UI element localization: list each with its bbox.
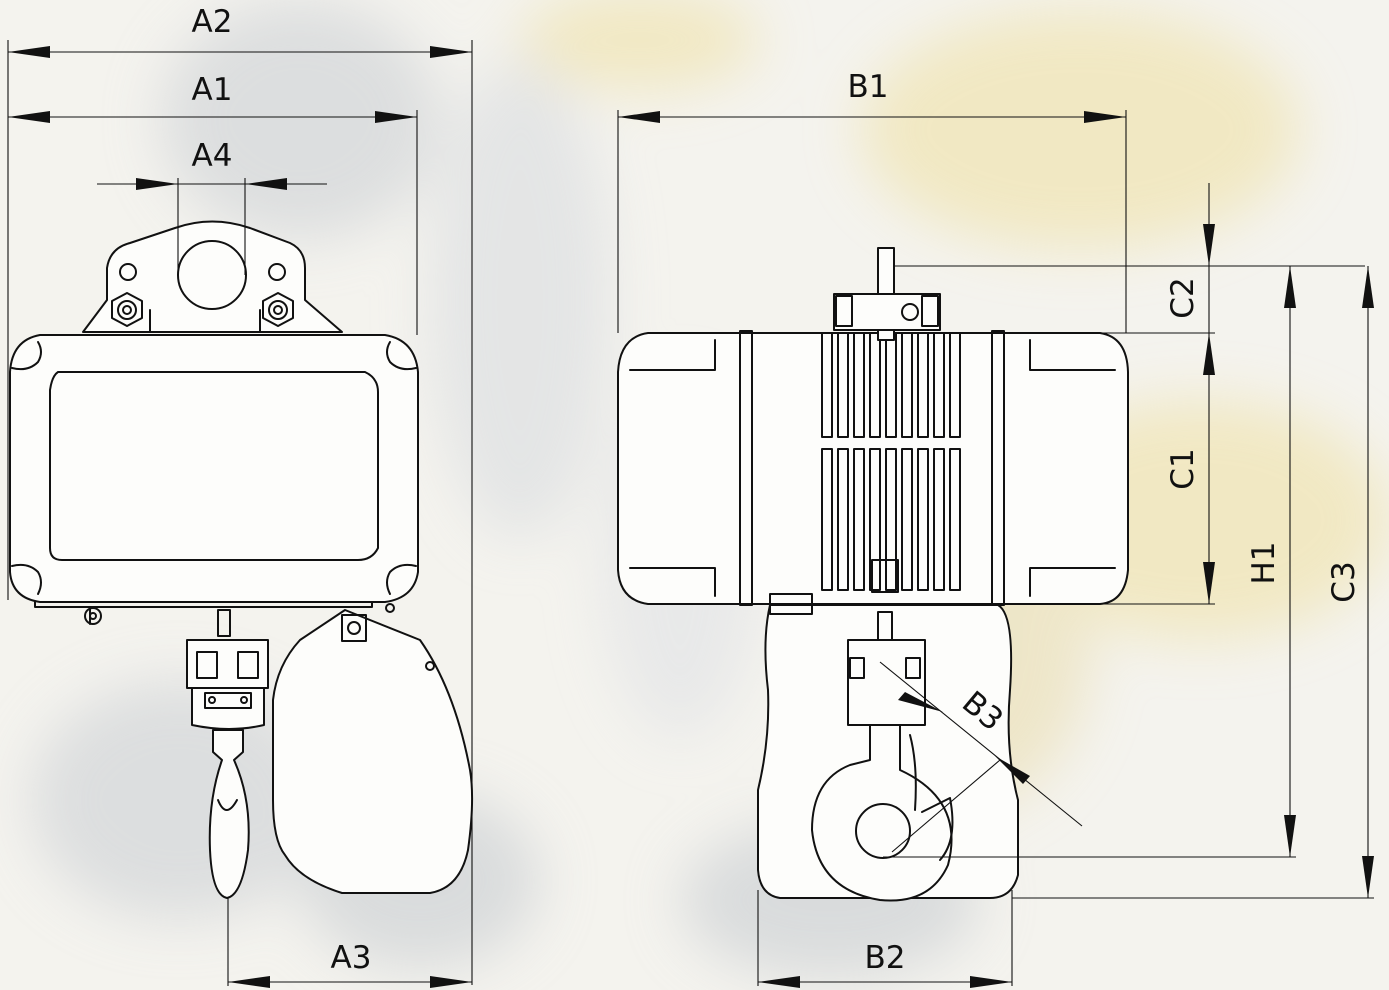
cooling-fin bbox=[917, 332, 929, 438]
label-c2: C2 bbox=[1165, 277, 1201, 318]
dim-c1-c2 bbox=[894, 183, 1365, 605]
cooling-fins bbox=[821, 332, 961, 591]
cooling-fin bbox=[853, 448, 865, 591]
cooling-fin bbox=[933, 332, 945, 438]
dimension-lines bbox=[7, 40, 1374, 988]
dim-a2 bbox=[7, 40, 473, 985]
label-c3: C3 bbox=[1326, 561, 1362, 602]
cooling-fin bbox=[869, 448, 881, 591]
hoist-side-view bbox=[9, 220, 474, 899]
cooling-fin bbox=[885, 448, 897, 591]
label-a2: A2 bbox=[192, 4, 233, 40]
cooling-fin bbox=[901, 332, 913, 438]
label-h1: H1 bbox=[1246, 541, 1282, 584]
cooling-fin bbox=[933, 448, 945, 591]
cooling-fin bbox=[821, 332, 833, 438]
label-b1: B1 bbox=[848, 69, 889, 105]
cooling-fin bbox=[853, 332, 865, 438]
dim-a1 bbox=[8, 110, 418, 335]
cooling-fin bbox=[949, 332, 961, 438]
dim-c3 bbox=[1012, 266, 1374, 899]
dim-b1 bbox=[617, 110, 1127, 333]
cooling-fin bbox=[917, 448, 929, 591]
cooling-fin bbox=[949, 448, 961, 591]
hoist-front-view bbox=[617, 247, 1129, 902]
dim-b2 bbox=[757, 890, 1013, 988]
label-a3: A3 bbox=[331, 940, 372, 976]
label-a1: A1 bbox=[192, 72, 233, 108]
cooling-fin bbox=[869, 332, 881, 438]
dim-h1 bbox=[883, 266, 1296, 858]
cooling-fin bbox=[901, 448, 913, 591]
cooling-fin bbox=[837, 332, 849, 438]
dim-a4 bbox=[97, 178, 327, 275]
cooling-fin bbox=[837, 448, 849, 591]
label-b2: B2 bbox=[865, 940, 906, 976]
label-a4: A4 bbox=[192, 138, 233, 174]
cooling-fin bbox=[821, 448, 833, 591]
label-c1: C1 bbox=[1165, 448, 1201, 489]
dim-a3 bbox=[227, 898, 472, 988]
dim-b3 bbox=[879, 661, 1083, 853]
